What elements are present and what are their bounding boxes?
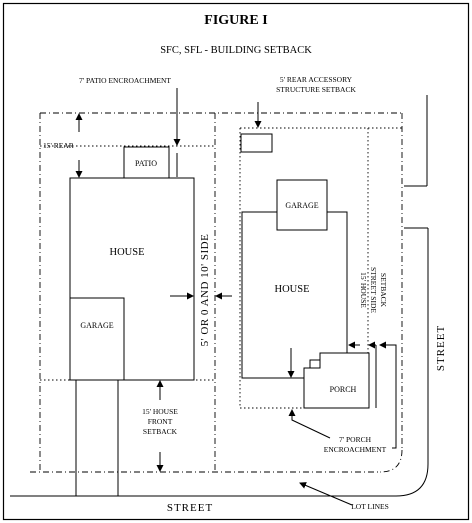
- rear-setback-label: 15' REAR: [43, 141, 74, 150]
- figure-title: FIGURE I: [204, 13, 267, 28]
- porch-encroachment-label-2: ENCROACHMENT: [324, 445, 387, 454]
- accessory-structure-box: [240, 133, 273, 153]
- street-side-label-1: 15' HOUSE: [359, 272, 368, 308]
- front-setback-label-2: FRONT: [148, 417, 173, 426]
- annotation-labels: 7' PATIO ENCROACHMENT 5' REAR ACCESSORY …: [43, 75, 447, 514]
- patio-box: [123, 146, 170, 179]
- figure-subtitle: SFC, SFL - BUILDING SETBACK: [160, 45, 312, 56]
- street-side-label-3: SETBACK: [379, 273, 388, 308]
- rear-accessory-label-2: STRUCTURE SETBACK: [276, 85, 356, 94]
- front-setback-label-1: 15' HOUSE: [142, 407, 178, 416]
- porch-label: PORCH: [330, 385, 357, 394]
- left-garage-label: GARAGE: [80, 321, 113, 330]
- side-setback-label: 5' OR 0 AND 10' SIDE: [199, 234, 211, 347]
- right-lot: HOUSE GARAGE PORCH: [240, 133, 370, 409]
- left-garage-box: [69, 297, 125, 381]
- street-label-right: STREET: [435, 325, 447, 371]
- porch-box: [303, 352, 370, 409]
- front-setback-label-3: SETBACK: [143, 427, 178, 436]
- dimension-arrows: [75, 88, 397, 506]
- porch-encroachment-label-1: 7' PORCH: [339, 435, 372, 444]
- right-house-label: HOUSE: [274, 284, 309, 295]
- lot-lines-label: LOT LINES: [351, 502, 389, 511]
- patio-label: PATIO: [135, 159, 157, 168]
- right-garage-label: GARAGE: [285, 201, 318, 210]
- street-label-bottom: STREET: [167, 502, 213, 514]
- street-side-label-2: STREET SIDE: [369, 267, 378, 313]
- right-garage-box: [276, 179, 328, 231]
- left-house-label: HOUSE: [109, 247, 144, 258]
- patio-encroachment-label: 7' PATIO ENCROACHMENT: [79, 76, 171, 85]
- rear-accessory-label-1: 5' REAR ACCESSORY: [280, 75, 353, 84]
- left-lot: PATIO HOUSE GARAGE: [69, 146, 195, 381]
- lot-lines: [30, 112, 403, 473]
